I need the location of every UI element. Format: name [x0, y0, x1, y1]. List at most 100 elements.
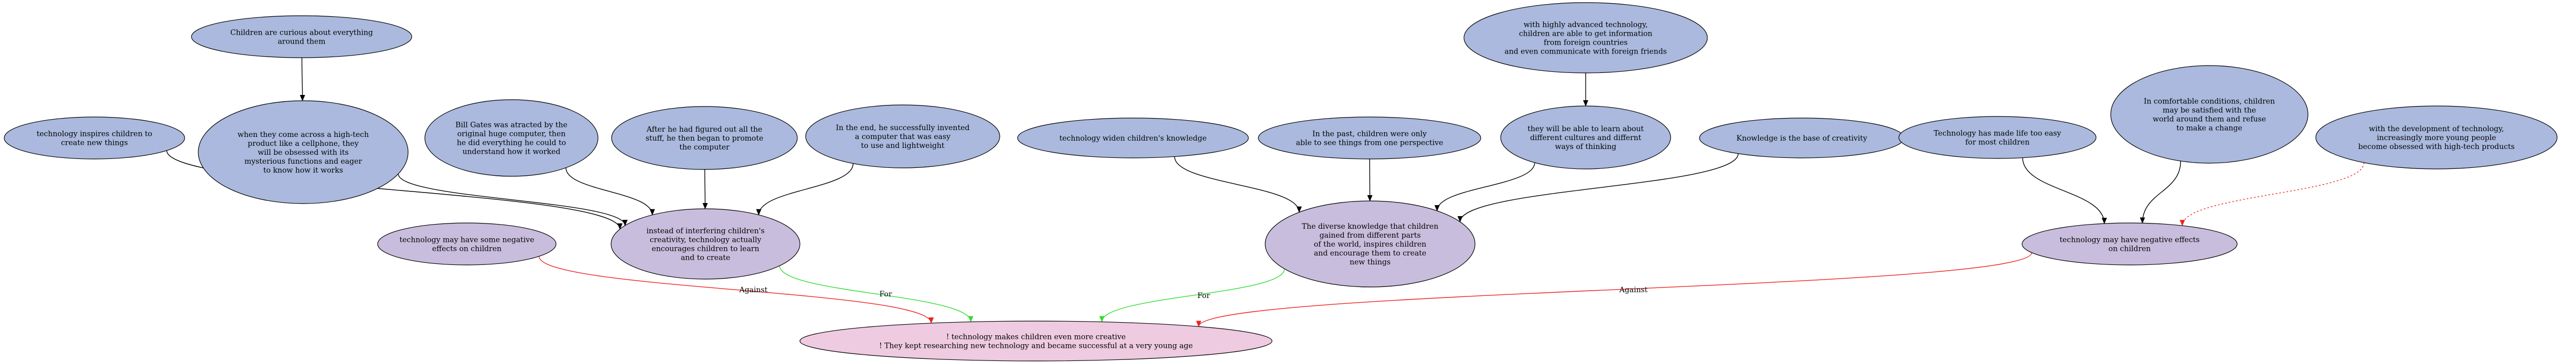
node-comfortable-text-line: world around them and refuse	[2153, 115, 2266, 124]
node-cultures: they will be able to learn aboutdifferen…	[1500, 105, 1671, 169]
edge-easy-to-negative	[2022, 157, 2107, 225]
node-negative-text-line: technology may have negative effects	[2060, 236, 2200, 244]
node-some_negative-ellipse	[377, 222, 557, 265]
node-diverse: The diverse knowledge that childrengaine…	[1265, 200, 1476, 288]
edge-inspires-to-instead	[166, 150, 623, 230]
node-instead-text-line: and to create	[681, 254, 730, 262]
node-instead-text-line: instead of interfering children's	[646, 227, 764, 236]
edge-widen-to-diverse	[1174, 156, 1302, 213]
node-gates-text-line: understand how it worked	[463, 148, 561, 156]
node-comfortable-text-line: may be satisfied with the	[2163, 107, 2256, 115]
node-figured-text-line: After he had figured out all the	[646, 125, 763, 134]
node-main-text-line: ! technology makes children even more cr…	[946, 333, 1126, 342]
edge-curious-to-hightech	[300, 57, 305, 102]
node-figured-text-line: the computer	[679, 143, 730, 152]
node-cultures-text-line: they will be able to learn about	[1527, 125, 1644, 133]
edge-negative-to-main	[1196, 252, 2033, 327]
node-inspires-text-line: create new things	[61, 139, 128, 147]
edge-diverse-to-main	[1099, 269, 1285, 323]
node-widen-ellipse	[1017, 118, 1249, 158]
node-advanced-text-line: with highly advanced technology,	[1524, 21, 1648, 29]
edge-instead-to-main	[779, 265, 974, 323]
node-widen-text-line: technology widen children's knowledge	[1060, 134, 1207, 143]
node-diverse-text-line: of the world, inspires children	[1314, 240, 1426, 249]
edge-some_negative-to-main	[538, 256, 934, 324]
node-instead-ellipse	[611, 208, 800, 280]
node-gates-text-line: he did everything he could to	[457, 139, 566, 147]
node-gates-text-line: Bill Gates was atracted by the	[455, 121, 568, 130]
node-main-text-line: ! They kept researching new technology a…	[879, 342, 1193, 350]
node-figured-ellipse	[611, 106, 798, 170]
node-easy-text-line: Technology has made life too easy	[1934, 130, 2061, 138]
node-hightech-text-line: product like a cellphone, they	[248, 140, 359, 148]
node-development-ellipse	[2315, 105, 2558, 169]
node-hightech-text-line: mysterious functions and eager	[244, 157, 362, 166]
node-advanced-text-line: and even communicate with foreign friend…	[1504, 48, 1666, 56]
node-some_negative-text-line: effects on children	[432, 245, 501, 253]
node-widen: technology widen children's knowledge	[1017, 118, 1249, 158]
node-cultures-text-line: ways of thinking	[1555, 143, 1616, 151]
edge-label-diverse: For	[1198, 292, 1210, 300]
node-diverse-text-line: and encourage them to create	[1314, 249, 1426, 258]
node-inspires-text-line: technology inspires children to	[37, 130, 152, 139]
edge-label-instead: For	[879, 290, 892, 299]
node-advanced-text-line: children are able to get information	[1519, 30, 1652, 38]
node-diverse-ellipse	[1265, 200, 1476, 288]
node-hightech-text-line: will be obsessed with its	[258, 148, 348, 157]
node-development-text-line: increasingly more young people	[2377, 134, 2496, 142]
node-cultures-text-line: different cultures and differnt	[1530, 134, 1641, 142]
node-hightech-text-line: to know how it works	[263, 166, 343, 175]
node-invented-text-line: a computer that was easy	[855, 133, 950, 141]
node-main-ellipse	[799, 321, 1273, 361]
node-past-ellipse	[1258, 116, 1481, 159]
node-hightech-ellipse	[198, 100, 409, 204]
edge-invented-to-instead	[756, 163, 854, 216]
edge-figured-to-instead	[702, 169, 708, 209]
node-instead-text-line: creativity, technology actually	[650, 236, 762, 244]
node-some_negative-text-line: technology may have some negative	[400, 236, 535, 244]
node-inspires-ellipse	[4, 116, 185, 159]
node-hightech: when they come across a high-techproduct…	[198, 100, 409, 204]
edge-base-to-diverse	[1457, 153, 1739, 222]
node-invented-ellipse	[805, 104, 1000, 168]
nodes: Children are curious about everythingaro…	[4, 2, 2558, 361]
node-base: Knowledge is the base of creativity	[1699, 118, 1905, 158]
edge-hightech-to-instead	[398, 174, 628, 226]
node-instead-text-line: encourages children to learn	[651, 245, 759, 253]
node-main: ! technology makes children even more cr…	[799, 321, 1273, 361]
node-comfortable-ellipse	[2110, 65, 2308, 164]
edge-label-negative: Against	[1619, 286, 1648, 294]
node-gates-ellipse	[424, 99, 598, 177]
node-instead: instead of interfering children'screativ…	[611, 208, 800, 280]
node-invented-text-line: to use and lightweight	[861, 142, 945, 150]
node-cultures-ellipse	[1500, 105, 1671, 169]
edge-cultures-to-diverse	[1434, 162, 1535, 211]
node-negative-text-line: on children	[2109, 245, 2151, 253]
node-figured-text-line: stuff, he then began to promote	[646, 134, 764, 143]
node-easy-ellipse	[1898, 116, 2097, 159]
node-diverse-text-line: gained from different parts	[1319, 231, 1420, 240]
node-some_negative: technology may have some negativeeffects…	[377, 222, 557, 265]
node-negative-ellipse	[2022, 222, 2238, 265]
edge-comfortable-to-negative	[2140, 161, 2181, 224]
node-curious: Children are curious about everythingaro…	[191, 15, 412, 58]
node-comfortable-text-line: to make a change	[2176, 124, 2242, 133]
node-diverse-text-line: The diverse knowledge that children	[1302, 222, 1439, 231]
node-past-text-line: In the past, children were only	[1312, 130, 1427, 139]
node-development-text-line: with the development of technology,	[2369, 125, 2504, 133]
node-development-text-line: become obsessed with high-tech products	[2358, 143, 2515, 151]
node-curious-ellipse	[191, 15, 412, 58]
node-past-text-line: able to see things from one perspective	[1296, 139, 1444, 147]
edge-development-to-negative	[2179, 162, 2365, 227]
node-diverse-text-line: new things	[1350, 258, 1391, 267]
node-hightech-text-line: when they come across a high-tech	[238, 131, 369, 139]
node-comfortable-text-line: In comfortable conditions, children	[2144, 98, 2275, 106]
